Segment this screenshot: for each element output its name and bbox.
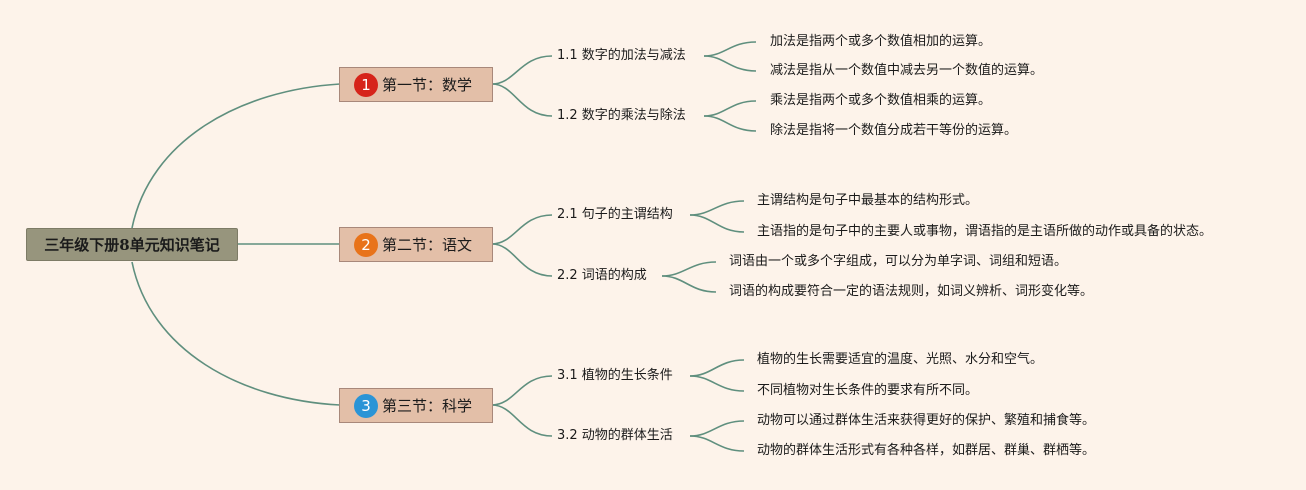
section-node-chinese[interactable]: 2 第二节：语文 bbox=[339, 227, 493, 262]
leaf-3-2-2[interactable]: 动物的群体生活形式有各种各样，如群居、群巢、群栖等。 bbox=[757, 443, 1096, 458]
leaf-2-2-2[interactable]: 词语的构成要符合一定的语法规则，如词义辨析、词形变化等。 bbox=[729, 284, 1094, 299]
subtopic-3-2[interactable]: 3.2 动物的群体生活 bbox=[557, 428, 673, 443]
section-3-to-sub-1-line bbox=[491, 375, 553, 406]
subtopic-1-2[interactable]: 1.2 数字的乘法与除法 bbox=[557, 108, 686, 123]
leaf-2-2-1[interactable]: 词语由一个或多个字组成，可以分为单字词、词组和短语。 bbox=[729, 254, 1068, 269]
sub-2-1-to-leaf-1-line bbox=[689, 200, 745, 216]
sub-3-1-to-leaf-2-line bbox=[689, 375, 745, 392]
subtopic-1-1[interactable]: 1.1 数字的加法与减法 bbox=[557, 48, 686, 63]
section-3-to-sub-2-line bbox=[491, 404, 553, 437]
sub-3-2-to-leaf-2-line bbox=[689, 435, 745, 452]
sub-2-1-to-leaf-2-line bbox=[689, 214, 745, 233]
leaf-1-2-1[interactable]: 乘法是指两个或多个数值相乘的运算。 bbox=[770, 93, 992, 108]
section-1-to-sub-1-line bbox=[491, 55, 553, 85]
section-title: 第一节：数学 bbox=[382, 76, 473, 94]
leaf-1-2-2[interactable]: 除法是指将一个数值分成若干等份的运算。 bbox=[770, 123, 1018, 138]
subtopic-3-1[interactable]: 3.1 植物的生长条件 bbox=[557, 368, 673, 383]
leaf-1-1-2[interactable]: 减法是指从一个数值中减去另一个数值的运算。 bbox=[770, 63, 1044, 78]
sub-1-1-to-leaf-2-line bbox=[703, 55, 757, 72]
sub-1-2-to-leaf-2-line bbox=[703, 115, 757, 132]
section-title: 第二节：语文 bbox=[382, 236, 473, 254]
leaf-1-1-1[interactable]: 加法是指两个或多个数值相加的运算。 bbox=[770, 34, 992, 49]
root-to-section-1-line bbox=[131, 83, 341, 229]
leaf-2-1-1[interactable]: 主谓结构是句子中最基本的结构形式。 bbox=[757, 193, 979, 208]
section-1-to-sub-2-line bbox=[491, 83, 553, 117]
section-2-to-sub-2-line bbox=[491, 243, 553, 277]
sub-2-2-to-leaf-2-line bbox=[661, 275, 717, 293]
leaf-3-1-2[interactable]: 不同植物对生长条件的要求有所不同。 bbox=[757, 383, 979, 398]
sub-2-2-to-leaf-1-line bbox=[661, 261, 717, 277]
sub-3-1-to-leaf-1-line bbox=[689, 359, 745, 377]
leaf-2-1-2[interactable]: 主语指的是句子中的主要人或事物，谓语指的是主语所做的动作或具备的状态。 bbox=[757, 224, 1213, 239]
section-title: 第三节：科学 bbox=[382, 397, 473, 415]
root-node[interactable]: 三年级下册8单元知识笔记 bbox=[26, 228, 238, 261]
number-1-icon: 1 bbox=[354, 72, 378, 97]
number-3-icon: 3 bbox=[354, 393, 378, 418]
section-node-math[interactable]: 1 第一节：数学 bbox=[339, 67, 493, 102]
root-to-section-3-line bbox=[131, 261, 341, 406]
leaf-3-1-1[interactable]: 植物的生长需要适宜的温度、光照、水分和空气。 bbox=[757, 352, 1044, 367]
leaf-3-2-1[interactable]: 动物可以通过群体生活来获得更好的保护、繁殖和捕食等。 bbox=[757, 413, 1096, 428]
sub-3-2-to-leaf-1-line bbox=[689, 420, 745, 437]
number-2-icon: 2 bbox=[354, 232, 378, 257]
section-2-to-sub-1-line bbox=[491, 214, 553, 245]
subtopic-2-1[interactable]: 2.1 句子的主谓结构 bbox=[557, 207, 673, 222]
sub-1-1-to-leaf-1-line bbox=[703, 41, 757, 57]
sub-1-2-to-leaf-1-line bbox=[703, 100, 757, 117]
root-title: 三年级下册8单元知识笔记 bbox=[44, 236, 220, 254]
subtopic-2-2[interactable]: 2.2 词语的构成 bbox=[557, 268, 647, 283]
section-node-science[interactable]: 3 第三节：科学 bbox=[339, 388, 493, 423]
